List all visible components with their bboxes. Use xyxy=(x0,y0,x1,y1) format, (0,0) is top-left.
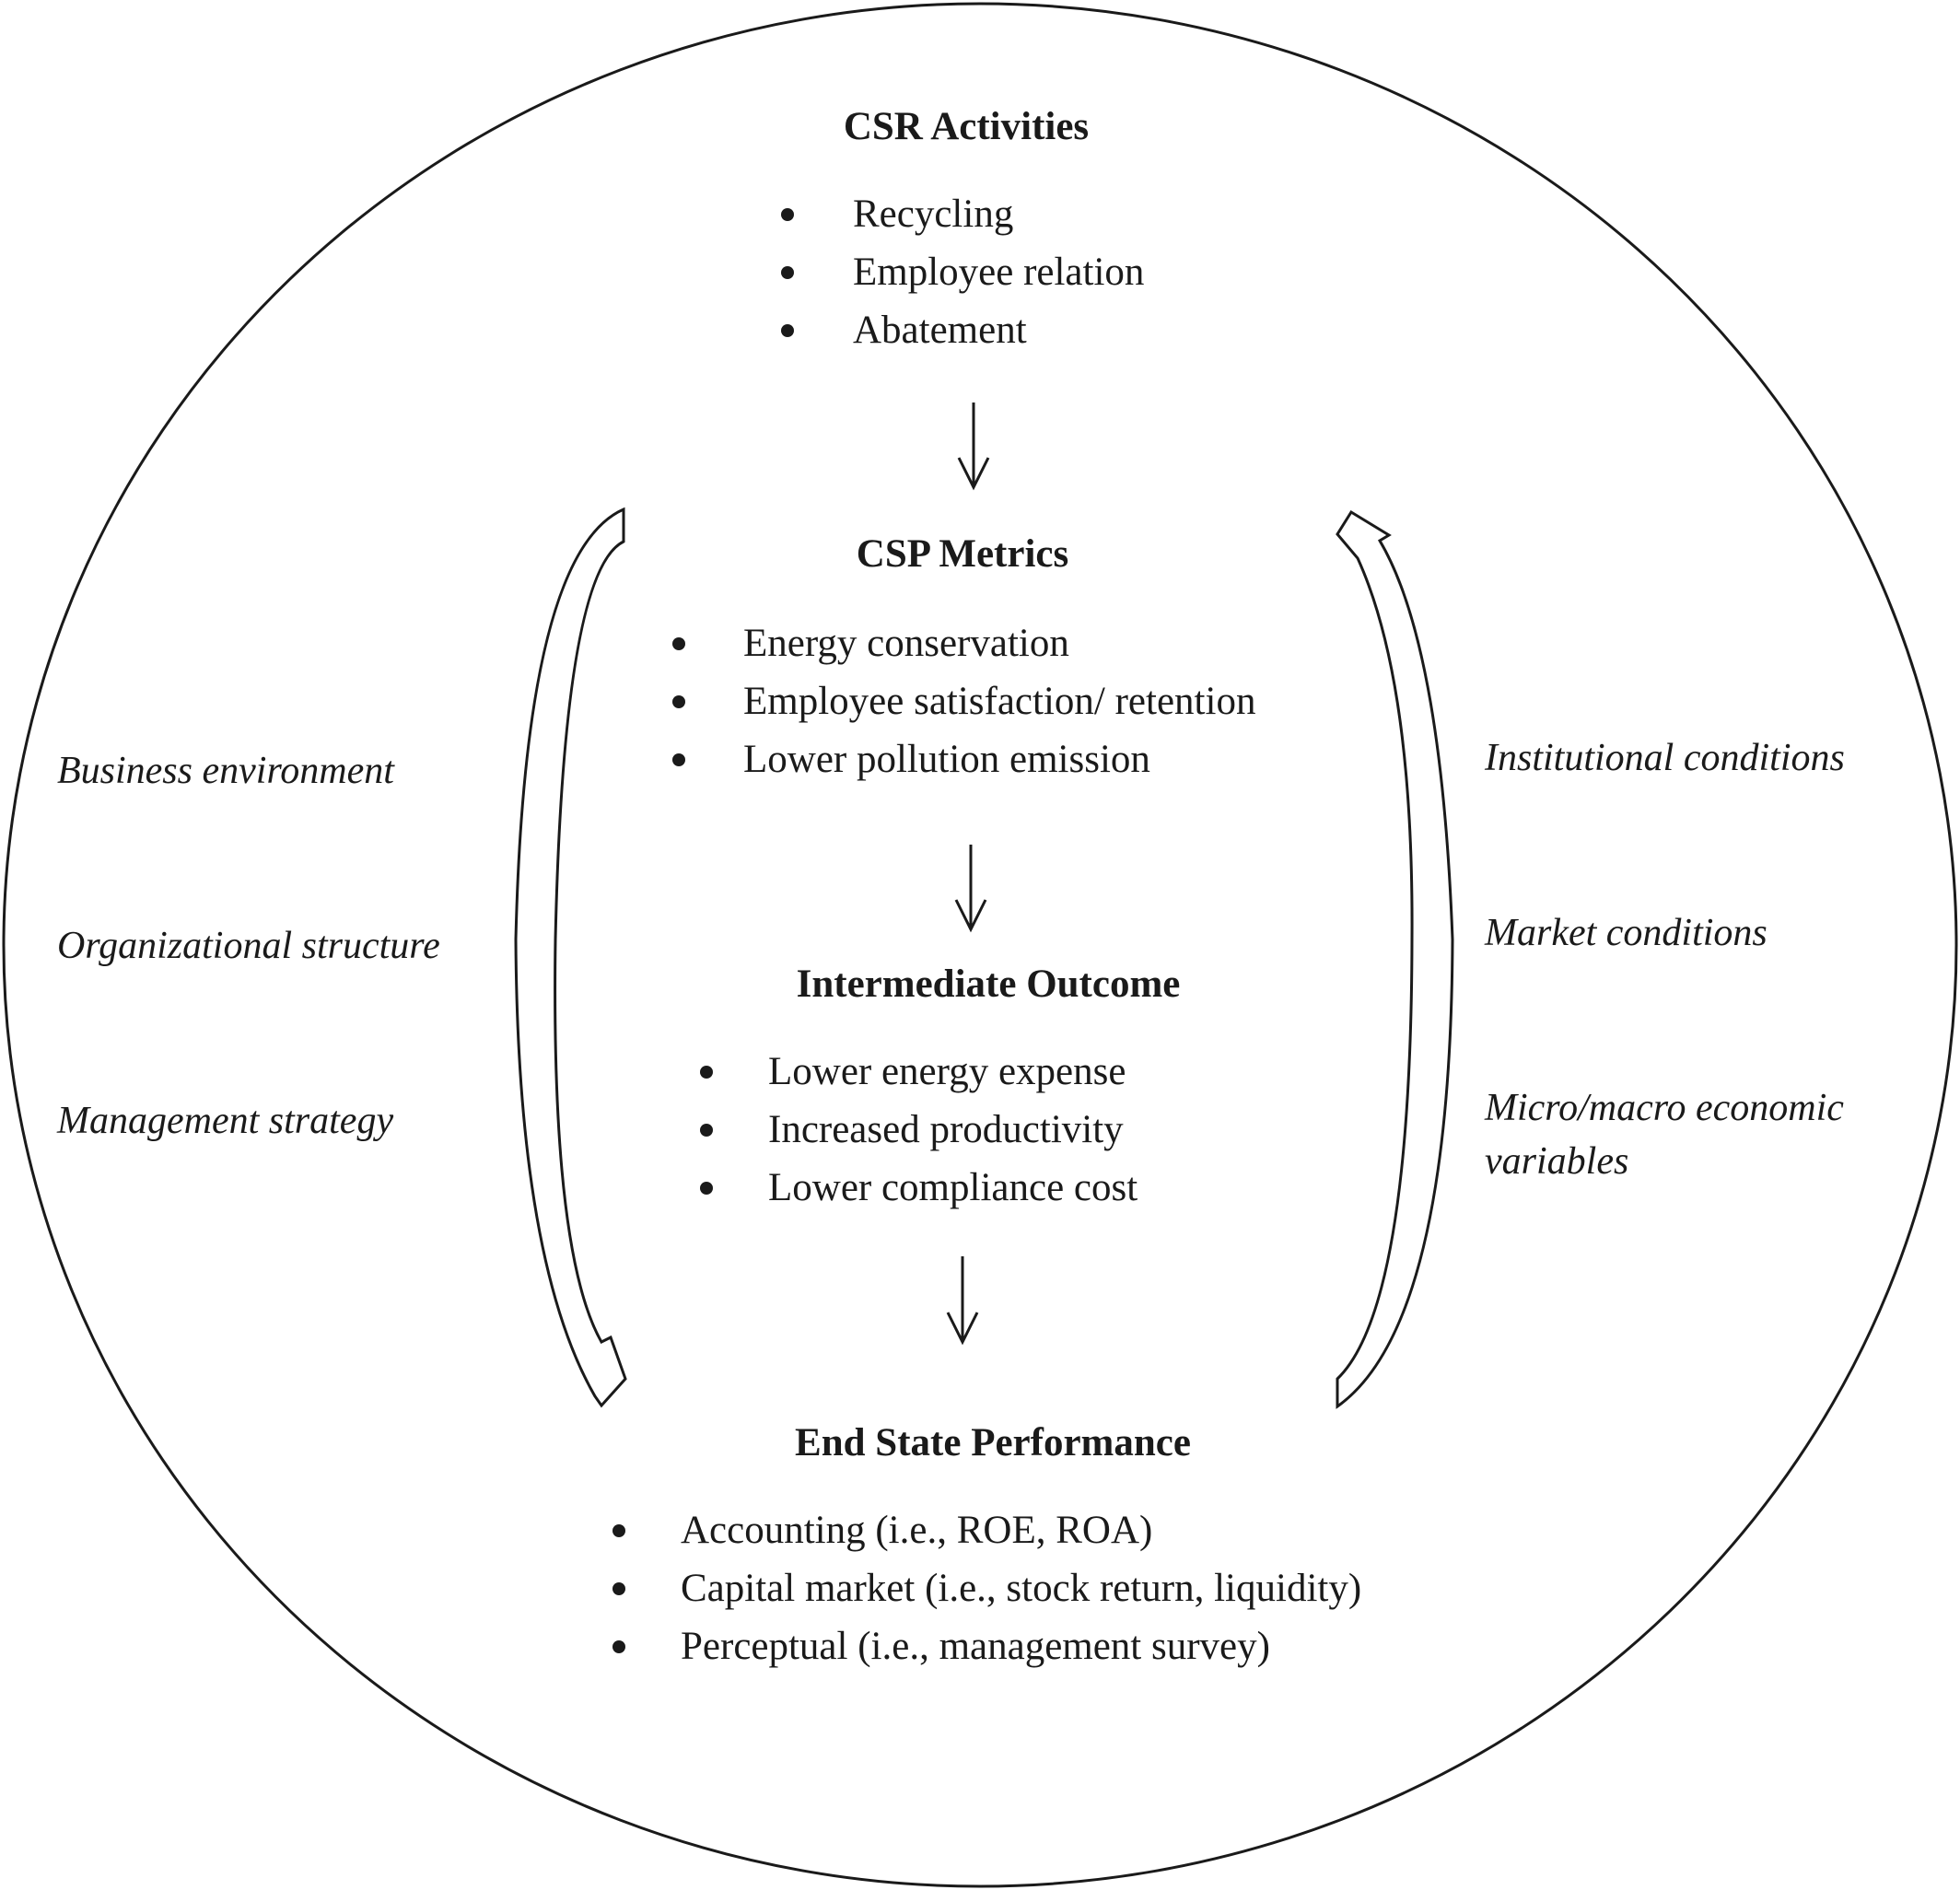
list-item: Perceptual (i.e., management survey) xyxy=(612,1617,1361,1675)
bullet-icon xyxy=(612,1582,625,1595)
list-item: Accounting (i.e., ROE, ROA) xyxy=(612,1501,1361,1559)
bullet-icon xyxy=(672,637,685,650)
factor-management-strategy: Management strategy xyxy=(57,1100,394,1142)
list-item: Employee satisfaction/ retention xyxy=(672,672,1255,730)
csr-activities-list: Recycling Employee relation Abatement xyxy=(781,185,1144,359)
down-arrow-3 xyxy=(946,1256,979,1346)
list-item: Energy conservation xyxy=(672,614,1255,672)
factor-institutional-conditions: Institutional conditions xyxy=(1485,737,1845,779)
factor-micro-macro-economic: Micro/macro economic xyxy=(1485,1087,1844,1129)
bullet-icon xyxy=(612,1640,625,1653)
factor-organizational-structure: Organizational structure xyxy=(57,925,440,967)
bullet-icon xyxy=(700,1124,713,1137)
list-item: Employee relation xyxy=(781,243,1144,301)
list-item: Capital market (i.e., stock return, liqu… xyxy=(612,1559,1361,1617)
list-item: Abatement xyxy=(781,301,1144,359)
down-arrow-1 xyxy=(957,402,990,491)
csp-metrics-heading: CSP Metrics xyxy=(856,532,1069,576)
intermediate-outcome-list: Lower energy expense Increased productiv… xyxy=(700,1043,1138,1217)
bullet-icon xyxy=(781,266,794,279)
bullet-icon xyxy=(781,324,794,337)
list-item: Lower pollution emission xyxy=(672,730,1255,788)
right-curved-arrow xyxy=(1336,509,1454,1409)
end-state-performance-heading: End State Performance xyxy=(795,1421,1191,1464)
factor-variables: variables xyxy=(1485,1140,1629,1183)
bullet-icon xyxy=(612,1524,625,1537)
end-state-performance-list: Accounting (i.e., ROE, ROA) Capital mark… xyxy=(612,1501,1361,1675)
bullet-icon xyxy=(700,1066,713,1079)
factor-business-environment: Business environment xyxy=(57,750,394,792)
list-item: Recycling xyxy=(781,185,1144,243)
left-curved-arrow xyxy=(514,507,627,1408)
intermediate-outcome-heading: Intermediate Outcome xyxy=(796,962,1181,1006)
factor-market-conditions: Market conditions xyxy=(1485,912,1768,954)
csp-metrics-list: Energy conservation Employee satisfactio… xyxy=(672,614,1255,788)
csr-activities-heading: CSR Activities xyxy=(843,105,1090,148)
bullet-icon xyxy=(700,1182,713,1195)
down-arrow-2 xyxy=(954,845,987,933)
list-item: Lower compliance cost xyxy=(700,1159,1138,1217)
list-item: Increased productivity xyxy=(700,1101,1138,1159)
bullet-icon xyxy=(781,208,794,221)
bullet-icon xyxy=(672,695,685,708)
bullet-icon xyxy=(672,753,685,766)
list-item: Lower energy expense xyxy=(700,1043,1138,1101)
